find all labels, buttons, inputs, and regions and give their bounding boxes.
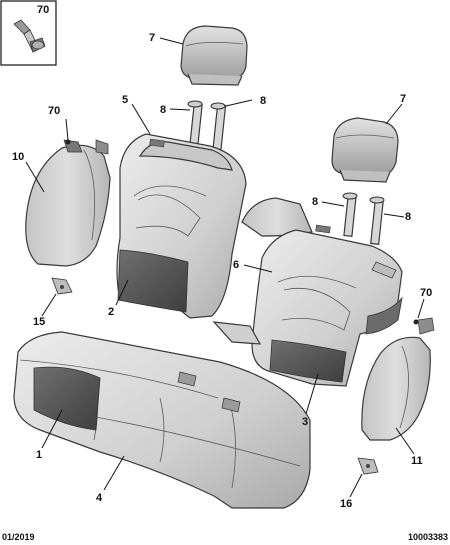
footer-date: 01/2019	[2, 532, 35, 542]
leader-lines	[25, 37, 425, 498]
callout-10: 10	[12, 151, 24, 163]
callout-8-right-b: 8	[405, 211, 411, 223]
callout-2: 2	[108, 306, 114, 318]
right-side-bolster	[361, 317, 435, 441]
callout-3: 3	[302, 416, 308, 428]
callout-16: 16	[340, 498, 352, 510]
right-headrest-guides	[342, 192, 385, 245]
left-seatback	[116, 133, 247, 319]
callout-70-left: 70	[48, 105, 60, 117]
callout-5: 5	[122, 94, 128, 106]
left-headrest	[180, 25, 248, 86]
callout-70-box: 70	[37, 4, 49, 16]
footer-reference: 10003383	[408, 532, 448, 542]
left-fastener	[65, 139, 71, 145]
callout-11: 11	[411, 455, 423, 467]
callout-labels: 70 7 8 8 5 70 10 7 8 8 6 2 15 70 3 1 11 …	[12, 4, 432, 510]
seat-cushion	[13, 331, 311, 509]
callout-7-left: 7	[149, 32, 155, 44]
callout-8-left-a: 8	[160, 104, 166, 116]
callout-4: 4	[96, 492, 103, 504]
left-headrest-guides	[187, 100, 227, 156]
left-lower-bracket	[51, 277, 73, 295]
callout-7-right: 7	[400, 93, 406, 105]
callout-1: 1	[36, 449, 42, 461]
callout-70-right: 70	[420, 287, 432, 299]
callout-8-left-b: 8	[260, 95, 266, 107]
right-headrest	[331, 117, 399, 183]
fastener-inset-box	[0, 0, 57, 66]
callout-6: 6	[233, 259, 239, 271]
right-seatback	[212, 197, 403, 387]
right-lower-bracket	[357, 457, 379, 475]
callout-15: 15	[33, 316, 45, 328]
callout-8-right-a: 8	[312, 196, 318, 208]
left-side-bolster	[25, 139, 111, 267]
right-fastener	[413, 319, 419, 325]
